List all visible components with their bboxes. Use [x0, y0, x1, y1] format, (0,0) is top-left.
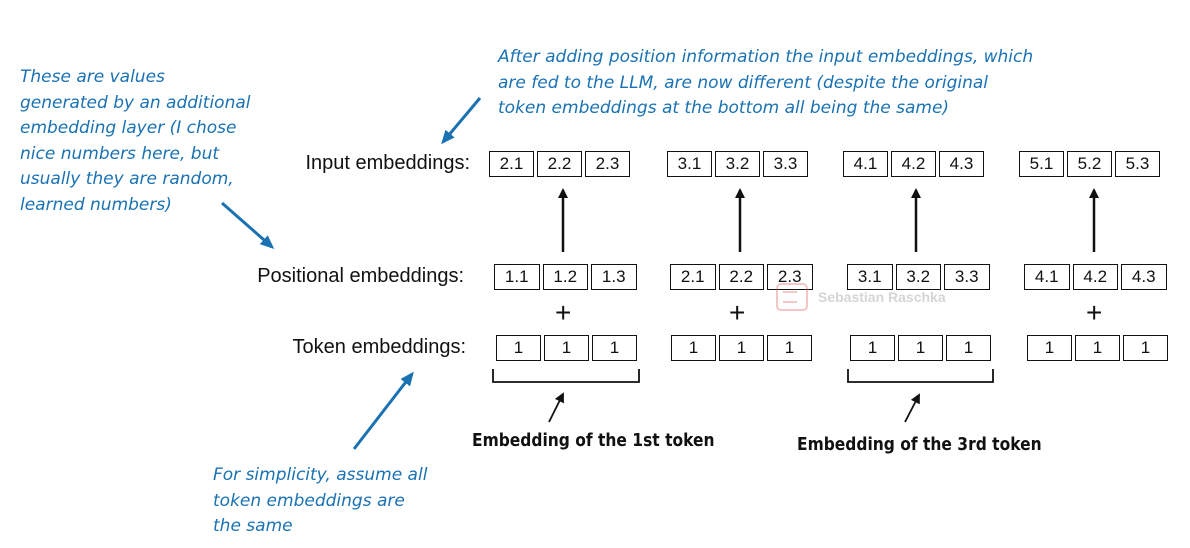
token-embedding-cell: 1 — [671, 335, 716, 361]
input-embedding-cell: 4.1 — [843, 151, 888, 177]
positional-embedding-cell: 1.2 — [542, 264, 588, 290]
input-embedding-cell: 3.1 — [667, 151, 712, 177]
token-embedding-cell: 1 — [1123, 335, 1168, 361]
token-embedding-cell: 1 — [946, 335, 991, 361]
positional-embedding-cell: 2.1 — [670, 264, 716, 290]
positional-embedding-cell: 4.1 — [1024, 264, 1070, 290]
input-embedding-cell: 3.2 — [715, 151, 760, 177]
note-left: These are values generated by an additio… — [20, 67, 251, 215]
token-embedding-cell: 1 — [544, 335, 589, 361]
input-embedding-cell: 5.3 — [1115, 151, 1160, 177]
watermark-logo-icon — [776, 283, 808, 311]
input-embedding-cell: 2.1 — [489, 151, 534, 177]
watermark-text: Sebastian Raschka — [818, 289, 946, 305]
positional-embedding-cell: 3.3 — [944, 264, 990, 290]
input-embedding-cell: 4.3 — [939, 151, 984, 177]
token-embedding-cell: 1 — [592, 335, 637, 361]
caption-arrow-first — [548, 392, 564, 423]
label-token-embeddings: Token embeddings: — [292, 336, 466, 358]
label-positional-embeddings: Positional embeddings: — [257, 265, 464, 287]
token-embedding-cell: 1 — [1075, 335, 1120, 361]
caption-first-token: Embedding of the 1st token — [472, 430, 715, 451]
positional-embedding-cell: 1.3 — [591, 264, 637, 290]
caption-arrow-third — [904, 393, 920, 423]
token-embedding-cell: 1 — [850, 335, 895, 361]
input-embedding-cell: 3.3 — [763, 151, 808, 177]
bracket-third-token — [847, 369, 994, 383]
positional-embedding-cell: 3.1 — [847, 264, 893, 290]
positional-embedding-cell: 1.1 — [494, 264, 540, 290]
token-embedding-cell: 1 — [898, 335, 943, 361]
token-embedding-cell: 1 — [719, 335, 764, 361]
token-embedding-cell: 1 — [496, 335, 541, 361]
bracket-first-token — [492, 369, 640, 383]
plus-sign: + — [729, 297, 746, 328]
positional-embedding-cell: 4.3 — [1121, 264, 1167, 290]
token-embedding-cell: 1 — [767, 335, 812, 361]
label-input-embeddings: Input embeddings: — [305, 152, 470, 174]
watermark: Sebastian Raschka — [776, 283, 946, 311]
token-embedding-cell: 1 — [1027, 335, 1072, 361]
caption-third-token: Embedding of the 3rd token — [797, 434, 1042, 455]
annotation-arrow-token — [352, 371, 414, 450]
input-embedding-cell: 5.2 — [1067, 151, 1112, 177]
input-embedding-cell: 2.2 — [537, 151, 582, 177]
positional-embedding-cell: 3.2 — [895, 264, 941, 290]
plus-sign: + — [1086, 297, 1103, 328]
note-top-right: After adding position information the in… — [498, 47, 1034, 118]
input-embedding-cell: 4.2 — [891, 151, 936, 177]
input-embedding-cell: 5.1 — [1019, 151, 1064, 177]
positional-embedding-cell: 2.2 — [718, 264, 764, 290]
positional-embedding-cell: 4.2 — [1072, 264, 1118, 290]
input-embedding-cell: 2.3 — [585, 151, 630, 177]
plus-sign: + — [555, 297, 572, 328]
annotation-arrow-input — [441, 97, 482, 145]
note-bottom-left: For simplicity, assume all token embeddi… — [213, 465, 428, 536]
